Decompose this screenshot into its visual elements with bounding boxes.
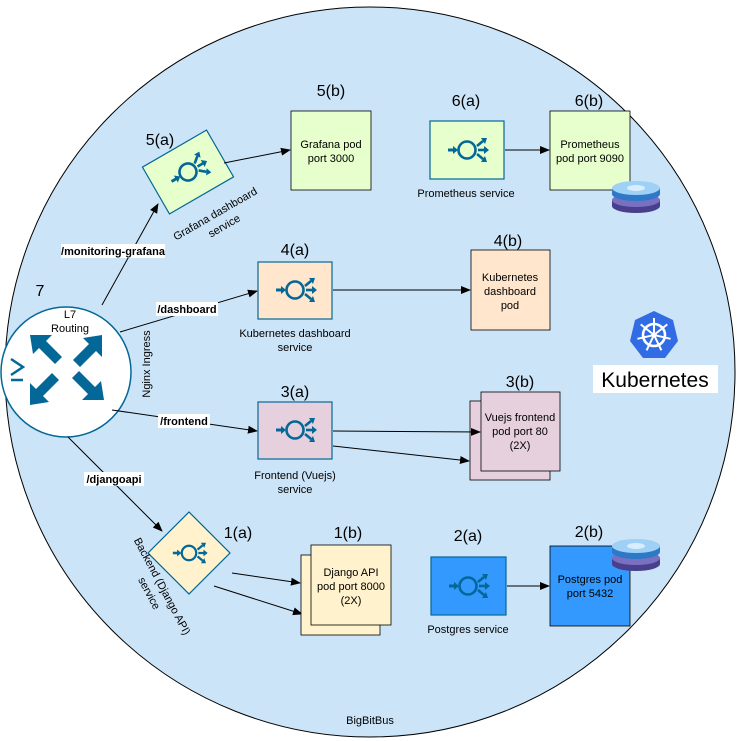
router-step: 7 bbox=[36, 283, 45, 300]
k8s-dashboard-service[interactable] bbox=[257, 261, 333, 320]
frontend-service-label-1: Frontend (Vuejs) bbox=[254, 470, 336, 482]
prometheus-service-label: Prometheus service bbox=[417, 188, 514, 200]
router-icon bbox=[10, 335, 104, 405]
postgres-pod-step: 2(b) bbox=[575, 524, 603, 541]
frontend-pod-step: 3(b) bbox=[506, 374, 534, 391]
prometheus-pod-step: 6(b) bbox=[575, 93, 603, 110]
prometheus-pod-label-1: Prometheus bbox=[560, 139, 620, 151]
cluster-label: BigBitBus bbox=[346, 715, 394, 727]
route-djangoapi: /djangoapi bbox=[87, 474, 142, 486]
router-label-line1: L7 bbox=[64, 309, 76, 321]
k8s-dashboard-pod-label-2: dashboard bbox=[484, 286, 536, 298]
k8s-dashboard-service-step: 4(a) bbox=[281, 242, 309, 259]
k8s-dashboard-pod-label-3: pod bbox=[501, 300, 519, 312]
prometheus-pod-label-2: pod port 9090 bbox=[556, 153, 624, 165]
grafana-pod[interactable]: Grafana pod port 3000 bbox=[290, 110, 372, 191]
k8s-dashboard-pod[interactable]: Kubernetes dashboard pod bbox=[470, 249, 551, 331]
frontend-service-label-2: service bbox=[278, 484, 313, 496]
edge-grafana-svc-pod bbox=[223, 147, 291, 164]
backend-pod-label-2: pod port 8000 bbox=[317, 581, 385, 593]
grafana-service-step: 5(a) bbox=[146, 132, 174, 149]
frontend-pod-label-2: pod port 80 bbox=[492, 426, 548, 438]
frontend-pod[interactable]: Vuejs frontend pod port 80 (2X) bbox=[480, 391, 561, 472]
prometheus-service-step: 6(a) bbox=[452, 93, 480, 110]
prometheus-service[interactable] bbox=[429, 120, 505, 180]
backend-pod[interactable]: Django API pod port 8000 (2X) bbox=[310, 544, 392, 626]
ingress-label: Nginx Ingress bbox=[141, 330, 153, 398]
backend-pod-label-1: Django API bbox=[323, 567, 378, 579]
prometheus-pod[interactable]: Prometheus pod port 9090 bbox=[549, 110, 631, 191]
frontend-pod-label-3: (2X) bbox=[510, 440, 531, 452]
postgres-pod-label-2: port 5432 bbox=[567, 588, 613, 600]
postgres-service-step: 2(a) bbox=[454, 528, 482, 545]
postgres-pod-label-1: Postgres pod bbox=[558, 574, 623, 586]
postgres-service-label: Postgres service bbox=[427, 624, 508, 636]
database-disk-icon bbox=[612, 539, 660, 571]
k8s-dashboard-pod-step: 4(b) bbox=[494, 233, 522, 250]
edge-backend-svc-pod-2 bbox=[213, 585, 303, 616]
edge-frontend-svc-pod-2 bbox=[332, 445, 470, 464]
frontend-service[interactable] bbox=[257, 401, 333, 460]
router-label-line2: Routing bbox=[51, 323, 89, 335]
k8s-dashboard-pod-label-1: Kubernetes bbox=[482, 272, 539, 284]
kubernetes-label: Kubernetes bbox=[601, 369, 708, 392]
grafana-pod-step: 5(b) bbox=[317, 83, 345, 100]
k8s-dashboard-service-label-2: service bbox=[278, 342, 313, 354]
edge-frontend-svc-pod-1 bbox=[332, 427, 481, 436]
frontend-pod-label-1: Vuejs frontend bbox=[485, 412, 556, 424]
database-disk-icon bbox=[612, 181, 660, 213]
postgres-service[interactable] bbox=[430, 556, 507, 616]
frontend-service-step: 3(a) bbox=[281, 384, 309, 401]
grafana-service[interactable] bbox=[141, 129, 235, 215]
grafana-pod-label-2: port 3000 bbox=[308, 153, 354, 165]
backend-service[interactable] bbox=[147, 511, 231, 595]
backend-pod-step: 1(b) bbox=[334, 525, 362, 542]
l7-router[interactable]: L7 Routing bbox=[0, 306, 132, 438]
backend-pod-label-3: (2X) bbox=[341, 595, 362, 607]
k8s-dashboard-service-label-1: Kubernetes dashboard bbox=[239, 328, 350, 340]
grafana-pod-label-1: Grafana pod bbox=[300, 139, 361, 151]
edge-backend-svc-pod-1 bbox=[231, 572, 301, 586]
route-grafana: /monitoring-grafana bbox=[61, 246, 166, 258]
route-frontend: /frontend bbox=[160, 416, 208, 428]
route-dashboard: /dashboard bbox=[157, 304, 216, 316]
backend-service-step: 1(a) bbox=[224, 525, 252, 542]
kubernetes-helm-icon bbox=[630, 311, 678, 358]
